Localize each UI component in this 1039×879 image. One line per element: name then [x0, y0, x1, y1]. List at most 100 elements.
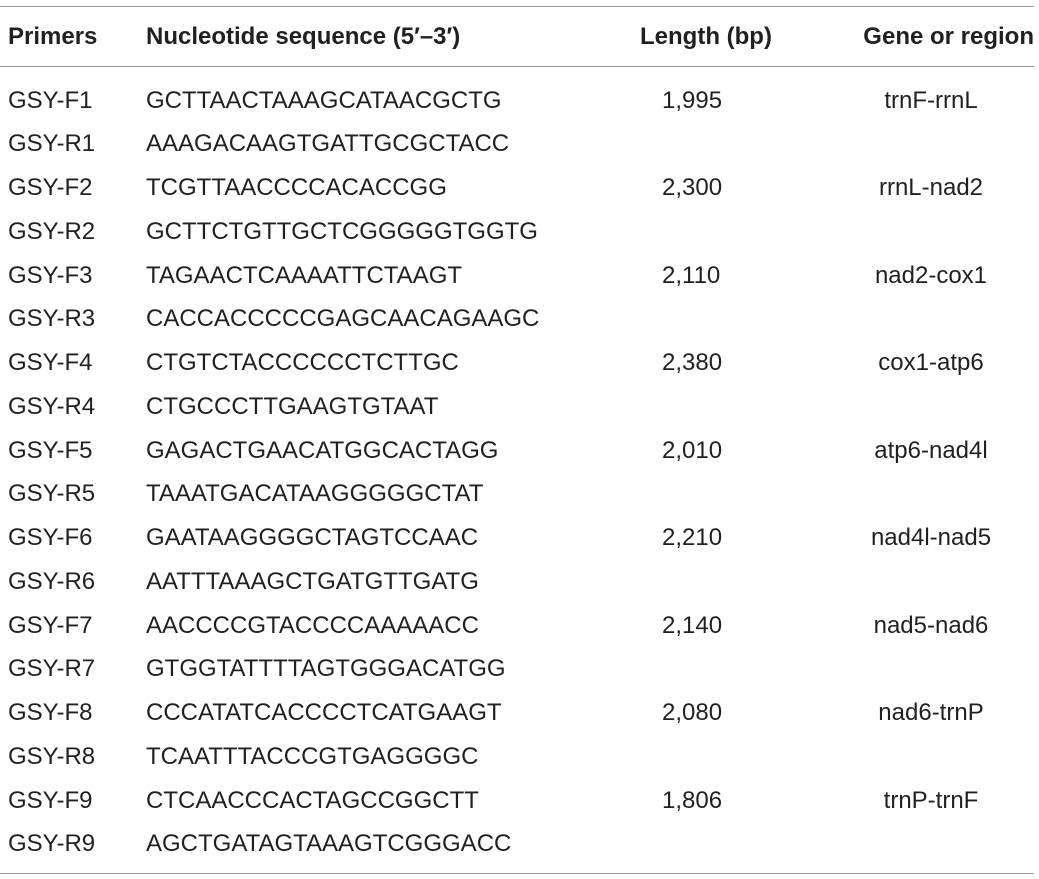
primer-cell: GSY-F5 [8, 436, 93, 464]
length-cell [616, 823, 806, 875]
primer-cell: GSY-R4 [8, 392, 96, 420]
primer-cell: GSY-F2 [8, 174, 93, 202]
length-cell [616, 385, 806, 429]
primer-cell: GSY-R1 [8, 130, 96, 158]
length-cell: 2,380 [662, 349, 723, 377]
sequence-cell: GTGGTATTTTAGTGGGACATGG [146, 655, 506, 683]
sequence-cell: GAATAAGGGGCTAGTCCAAC [146, 524, 479, 552]
table-row: GSY-F7 AACCCCGTACCCCAAAAACC 2,140 nad5-nad6 [0, 604, 1034, 648]
table-row: GSY-F4 CTGTCTACCCCCCTCTTGC 2,380 cox1-atp6 [0, 341, 1034, 385]
table-row: GSY-F2 TCGTTAACCCCACACCGG 2,300 rrnL-nad2 [0, 166, 1034, 210]
table-row: GSY-F6 GAATAAGGGGCTAGTCCAAC 2,210 nad4l-nad… [0, 516, 1034, 560]
primer-cell: GSY-R3 [8, 305, 96, 333]
length-cell: 2,300 [662, 174, 723, 202]
primer-cell: GSY-F7 [8, 611, 93, 639]
sequence-cell: AAAGACAAGTGATTGCGCTACC [146, 130, 510, 158]
sequence-cell: TAAATGACATAAGGGGGCTAT [146, 480, 484, 508]
table-row: GSY-R1 AAAGACAAGTGATTGCGCTACC [0, 123, 1034, 167]
length-cell [616, 123, 806, 167]
primer-cell: GSY-F8 [8, 699, 93, 727]
primer-cell: GSY-R8 [8, 742, 96, 770]
gene-cell: cox1-atp6 [878, 349, 984, 377]
gene-cell: nad4l-nad5 [870, 524, 992, 552]
primer-cell: GSY-F1 [8, 86, 93, 114]
header-sequence: Nucleotide sequence (5′–3′) [146, 22, 461, 50]
primer-cell: GSY-R5 [8, 480, 96, 508]
length-cell: 2,110 [662, 261, 721, 289]
header-gene: Gene or region [863, 22, 1034, 50]
table-header: Primers Nucleotide sequence (5′–3′) Leng… [0, 6, 1034, 67]
length-cell: 2,210 [662, 524, 723, 552]
length-cell: 1,995 [662, 86, 723, 114]
gene-cell: trnF-rrnL [884, 86, 978, 114]
table-body: GSY-F1 GCTTAACTAAAGCATAACGCTG 1,995 trnF-rr… [0, 67, 1034, 875]
sequence-cell: TCGTTAACCCCACACCGG [146, 174, 447, 202]
header-length: Length (bp) [640, 22, 772, 50]
gene-cell [806, 123, 1034, 167]
gene-cell [806, 648, 1034, 692]
sequence-cell: CTGCCCTTGAAGTGTAAT [146, 392, 439, 420]
table-row: GSY-F8 CCCATATCACCCCTCATGAAGT 2,080 nad6-tr… [0, 691, 1034, 735]
sequence-cell: GCTTCTGTTGCTCGGGGGTGGTG [146, 217, 538, 245]
table-row: GSY-F9 CTCAACCCACTAGCCGGCTT 1,806 trnP-trnF [0, 779, 1034, 823]
sequence-cell: CTCAACCCACTAGCCGGCTT [146, 786, 479, 814]
primer-cell: GSY-F4 [8, 349, 93, 377]
length-cell: 2,140 [662, 611, 723, 639]
table-row: GSY-F5 GAGACTGAACATGGCACTAGG 2,010 atp6-nad… [0, 429, 1034, 473]
table-row: GSY-R7 GTGGTATTTTAGTGGGACATGG [0, 648, 1034, 692]
table-row: GSY-R4 CTGCCCTTGAAGTGTAAT [0, 385, 1034, 429]
primer-cell: GSY-F3 [8, 261, 93, 289]
gene-cell: nad6-trnP [878, 699, 984, 727]
gene-cell [806, 823, 1034, 875]
length-cell [616, 648, 806, 692]
table-row: GSY-R9 AGCTGATAGTAAAGTCGGGACC [0, 823, 1034, 875]
sequence-cell: GAGACTGAACATGGCACTAGG [146, 436, 499, 464]
primer-cell: GSY-R2 [8, 217, 96, 245]
gene-cell [806, 473, 1034, 517]
sequence-cell: TCAATTTACCCGTGAGGGGC [146, 742, 479, 770]
gene-cell [806, 735, 1034, 779]
header-row: Primers Nucleotide sequence (5′–3′) Leng… [0, 6, 1034, 67]
table-row: GSY-F3 TAGAACTCAAAATTCTAAGT 2,110 nad2-cox1 [0, 254, 1034, 298]
primer-cell: GSY-R9 [8, 829, 96, 857]
length-cell [616, 298, 806, 342]
table-row: GSY-R5 TAAATGACATAAGGGGGCTAT [0, 473, 1034, 517]
length-cell [616, 210, 806, 254]
sequence-cell: AACCCCGTACCCCAAAAACC [146, 611, 479, 639]
gene-cell: rrnL-nad2 [878, 174, 984, 202]
gene-cell: nad5-nad6 [873, 611, 989, 639]
gene-cell [806, 560, 1034, 604]
length-cell [616, 735, 806, 779]
primer-table: Primers Nucleotide sequence (5′–3′) Leng… [0, 6, 1034, 875]
length-cell: 2,080 [662, 699, 723, 727]
bottom-rule [0, 873, 1034, 874]
header-primers: Primers [8, 22, 98, 50]
table-row: GSY-R3 CACCACCCCCGAGCAACAGAAGC [0, 298, 1034, 342]
gene-cell [806, 298, 1034, 342]
sequence-cell: TAGAACTCAAAATTCTAAGT [146, 261, 463, 289]
sequence-cell: GCTTAACTAAAGCATAACGCTG [146, 86, 502, 114]
table-row: GSY-F1 GCTTAACTAAAGCATAACGCTG 1,995 trnF-rr… [0, 67, 1034, 123]
length-cell [616, 560, 806, 604]
length-cell: 2,010 [662, 436, 723, 464]
gene-cell [806, 210, 1034, 254]
gene-cell: trnP-trnF [883, 786, 979, 814]
table-row: GSY-R8 TCAATTTACCCGTGAGGGGC [0, 735, 1034, 779]
sequence-cell: CCCATATCACCCCTCATGAAGT [146, 699, 502, 727]
primer-cell: GSY-F6 [8, 524, 93, 552]
length-cell [616, 473, 806, 517]
sequence-cell: AGCTGATAGTAAAGTCGGGACC [146, 829, 512, 857]
length-cell: 1,806 [662, 786, 723, 814]
primer-cell: GSY-F9 [8, 786, 93, 814]
sequence-cell: CACCACCCCCGAGCAACAGAAGC [146, 305, 540, 333]
primer-cell: GSY-R7 [8, 655, 96, 683]
sequence-cell: AATTTAAAGCTGATGTTGATG [146, 567, 479, 595]
primer-cell: GSY-R6 [8, 567, 96, 595]
gene-cell: nad2-cox1 [874, 261, 988, 289]
gene-cell: atp6-nad4l [874, 436, 988, 464]
table-row: GSY-R2 GCTTCTGTTGCTCGGGGGTGGTG [0, 210, 1034, 254]
sequence-cell: CTGTCTACCCCCCTCTTGC [146, 349, 459, 377]
table-row: GSY-R6 AATTTAAAGCTGATGTTGATG [0, 560, 1034, 604]
gene-cell [806, 385, 1034, 429]
